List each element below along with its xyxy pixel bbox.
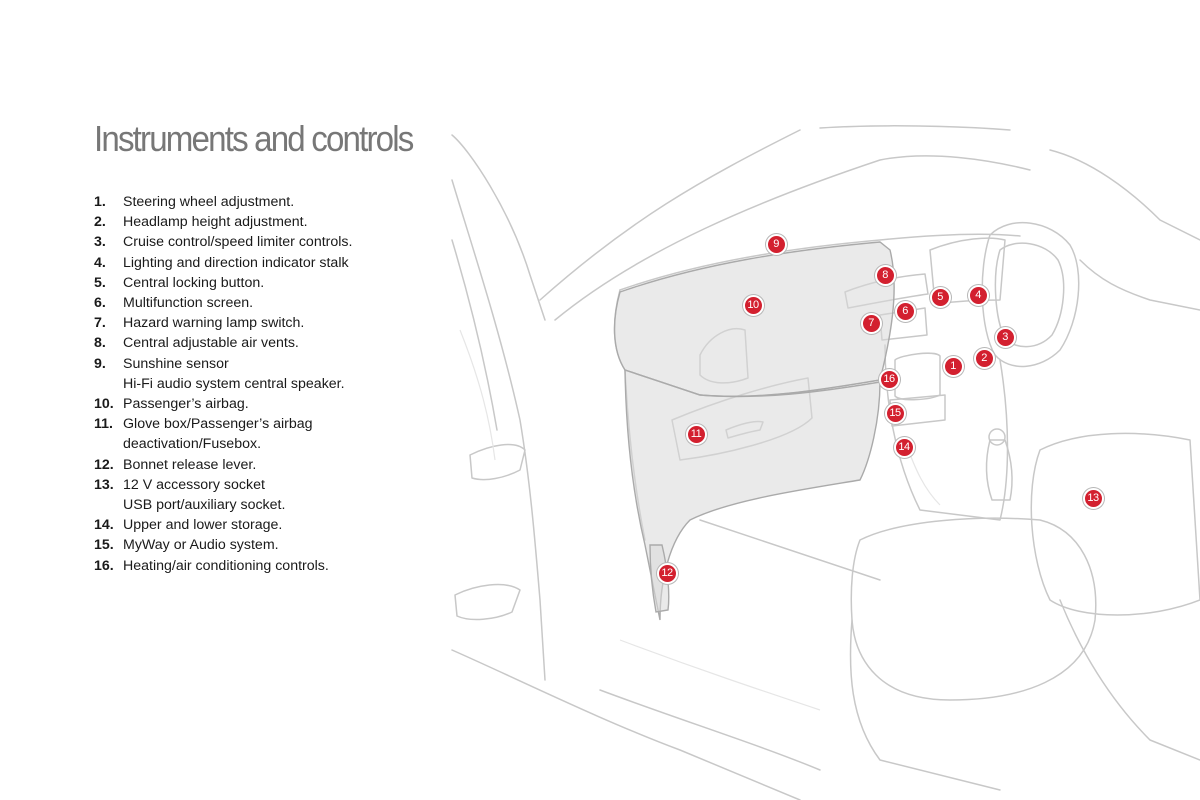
door-inner: [451, 239, 498, 431]
gear-lever: [985, 439, 1013, 501]
legend-list: 1. Steering wheel adjustment. 2. Headlamp …: [94, 192, 434, 576]
floor-line: [699, 519, 881, 581]
legend-item-number: 11.: [94, 416, 113, 433]
legend-item-text: Headlamp height adjustment.: [123, 214, 308, 231]
page-title: Instruments and controls: [94, 118, 414, 159]
legend-item-text: USB port/auxiliary socket.: [123, 497, 286, 514]
callout-4: 4: [967, 284, 989, 306]
legend-item-text: Hi-Fi audio system central speaker.: [123, 375, 345, 392]
climate-dials: [894, 352, 941, 401]
gear-knob: [988, 428, 1006, 446]
legend-item-text: Heating/air conditioning controls.: [123, 557, 329, 574]
passenger-seat-cushion: [850, 517, 1097, 701]
legend-item-number: 2.: [94, 214, 106, 231]
legend-item-number: 1.: [94, 194, 106, 210]
dashboard-top: [619, 233, 1021, 291]
callout-7: 7: [860, 312, 882, 334]
steering-wheel: [981, 222, 1080, 368]
legend-item-text: Steering wheel adjustment.: [123, 194, 295, 210]
legend-item-number: 9.: [94, 355, 106, 372]
callout-2: 2: [973, 347, 995, 369]
legend-item: 16. Heating/air conditioning controls.: [94, 556, 434, 576]
windscreen-top: [539, 129, 801, 301]
legend-item-text: deactivation/Fusebox.: [123, 436, 262, 453]
legend-item-text: Central locking button.: [123, 274, 265, 291]
roof-line: [819, 125, 1011, 131]
legend-item-text: Glove box/Passenger’s airbag: [123, 416, 313, 433]
door-handle: [469, 443, 526, 481]
legend-item-number: 14.: [94, 517, 114, 534]
door-frame: [451, 179, 546, 681]
sill-inner: [599, 689, 821, 771]
rear-window: [1049, 149, 1200, 241]
callout-11: 11: [685, 423, 707, 445]
legend-item-number: 16.: [94, 557, 114, 574]
shaded-dashboard: [613, 241, 895, 397]
legend-item: 1. Steering wheel adjustment.: [94, 192, 434, 212]
legend-item-text: Sunshine sensor: [123, 355, 229, 372]
callout-6: 6: [894, 300, 916, 322]
legend-item-number: 10.: [94, 396, 114, 413]
driver-seat: [1030, 432, 1200, 616]
sill-outline: [451, 649, 801, 800]
legend-item: 2. Headlamp height adjustment.: [94, 212, 434, 232]
legend-item-text: MyWay or Audio system.: [123, 537, 279, 554]
windscreen-edge: [554, 155, 1031, 321]
callout-12: 12: [656, 562, 678, 584]
legend-item: 11. Glove box/Passenger’s airbag deactivat…: [94, 414, 434, 454]
callout-16: 16: [878, 368, 900, 390]
legend-item-text: 12 V accessory socket: [123, 476, 265, 493]
legend-item-text: Passenger’s airbag.: [123, 396, 249, 413]
legend-item: 5. Central locking button.: [94, 273, 434, 293]
legend-item-number: 3.: [94, 234, 106, 251]
legend-item: 6. Multifunction screen.: [94, 293, 434, 313]
dashboard-illustration: 1 2 3 4 5 6 7 8 9 10 11 12 13 14 15 16: [448, 122, 1200, 800]
callout-3: 3: [994, 326, 1016, 348]
legend-item: 15. MyWay or Audio system.: [94, 535, 434, 555]
legend-item-text: Lighting and direction indicator stalk: [123, 254, 349, 271]
legend-item-number: 13.: [94, 476, 114, 493]
sill-trim: [619, 639, 821, 711]
legend-item: 14. Upper and lower storage.: [94, 515, 434, 535]
legend-item: 3. Cruise control/speed limiter controls.: [94, 232, 434, 252]
legend-item: 8. Central adjustable air vents.: [94, 333, 434, 353]
a-pillar-outline: [451, 134, 546, 321]
rear-pillar: [1079, 259, 1200, 311]
callout-15: 15: [884, 402, 906, 424]
legend-item-text: Hazard warning lamp switch.: [123, 315, 305, 332]
passenger-seat-side: [849, 619, 1001, 791]
legend-item: 12. Bonnet release lever.: [94, 455, 434, 475]
steering-wheel-inner: [994, 242, 1065, 348]
dashboard-line-art: [451, 125, 1200, 800]
callout-13: 13: [1082, 487, 1104, 509]
legend-item-number: 15.: [94, 537, 114, 554]
callout-9: 9: [765, 233, 787, 255]
callout-10: 10: [742, 294, 764, 316]
centre-console: [884, 344, 1009, 521]
callout-1: 1: [942, 355, 964, 377]
legend-item: 4. Lighting and direction indicator stalk: [94, 253, 434, 273]
legend-item-number: 4.: [94, 254, 106, 271]
legend-item-text: Multifunction screen.: [123, 295, 254, 312]
callout-14: 14: [893, 436, 915, 458]
legend-item-number: 6.: [94, 295, 106, 312]
driver-seat-base: [1059, 599, 1200, 761]
callout-5: 5: [929, 286, 951, 308]
door-trim: [459, 329, 496, 461]
legend-item-number: 12.: [94, 456, 114, 473]
legend-item-text: Central adjustable air vents.: [123, 335, 299, 352]
legend-item: 7. Hazard warning lamp switch.: [94, 313, 434, 333]
legend-item-number: 7.: [94, 315, 106, 332]
legend-item-number: 5.: [94, 274, 106, 291]
door-switch: [454, 583, 521, 621]
legend-item: 10. Passenger’s airbag.: [94, 394, 434, 414]
legend-item-number: 8.: [94, 335, 106, 352]
legend-item-text: Cruise control/speed limiter controls.: [123, 234, 353, 251]
legend-item-text: Bonnet release lever.: [123, 456, 257, 473]
legend-item-text: Upper and lower storage.: [123, 517, 283, 534]
callout-8: 8: [874, 264, 896, 286]
